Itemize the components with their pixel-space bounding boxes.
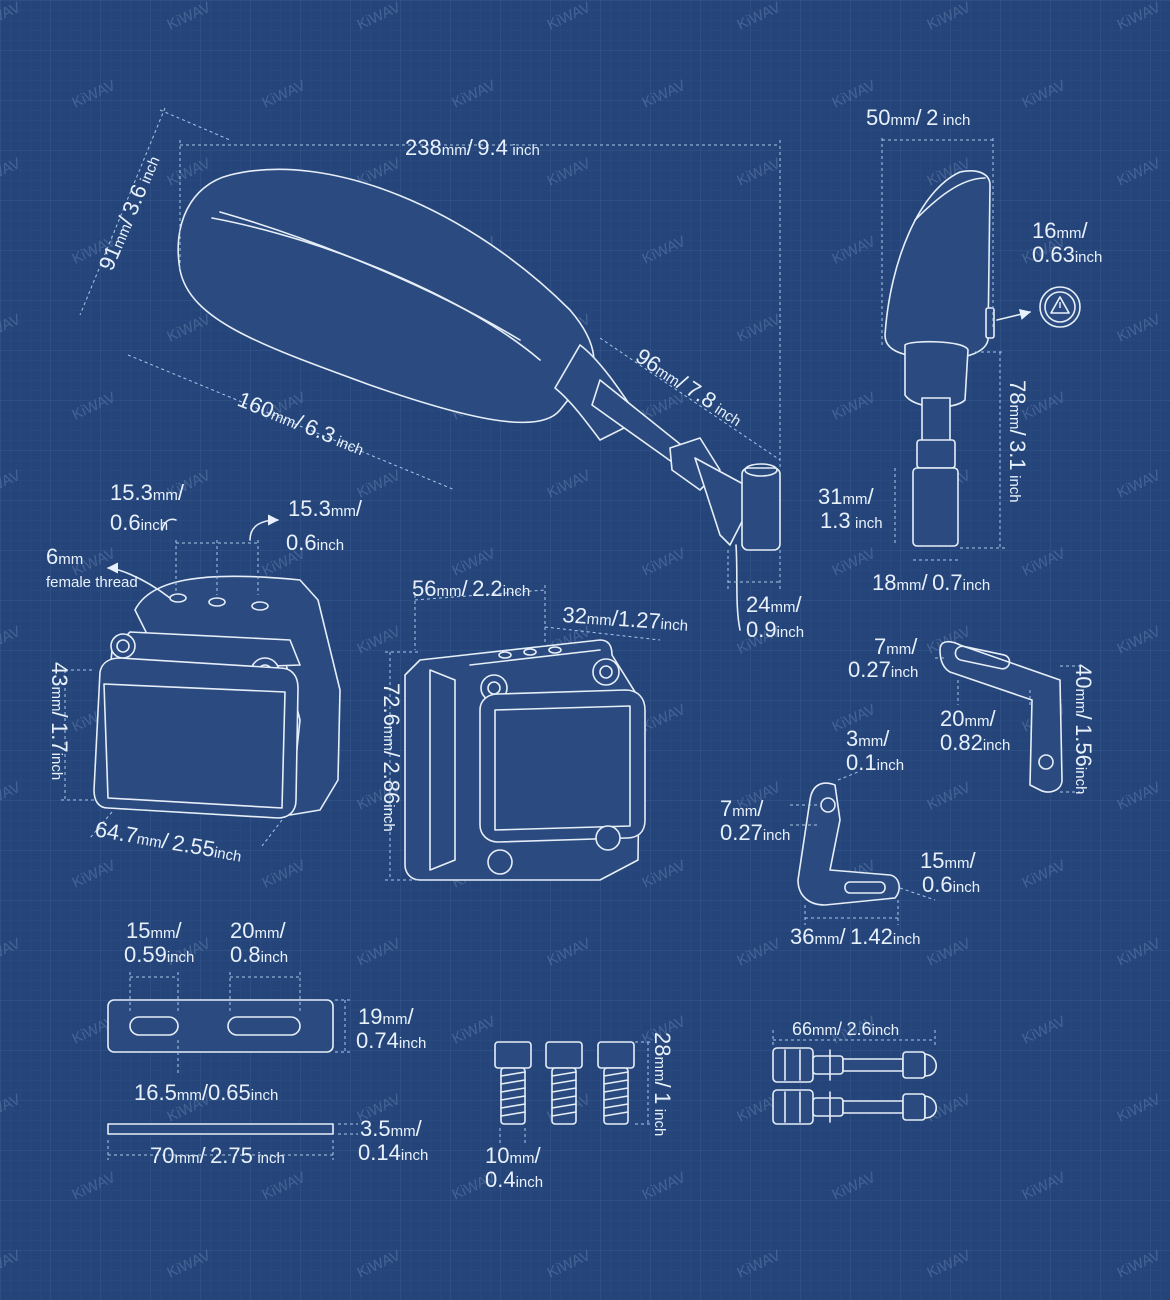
screw (494, 1041, 532, 1125)
bracket-b-slot-in: 0.6inch (922, 872, 980, 897)
clamp-drawing (60, 514, 341, 847)
screw (545, 1041, 583, 1125)
side-view-drawing (881, 138, 1081, 561)
clamp-hole-left-mm: 15.3mm/ (110, 480, 185, 505)
side-mount-height-mm: 31mm/ (818, 484, 874, 509)
plate-slot-right-in: 0.8inch (230, 942, 288, 967)
screws-drawing (494, 1041, 635, 1125)
bracket-a-drawing (935, 640, 1080, 793)
mirror-base-width-in: 0.9inch (746, 617, 804, 642)
bracket-a-slot-mm: 7mm/ (874, 634, 918, 659)
bracket-a-length-mm: 20mm/ (940, 706, 996, 731)
screw (597, 1041, 635, 1125)
bracket-a-slot-in: 0.27inch (848, 657, 918, 682)
side-reflector-mm: 16mm/ (1032, 218, 1088, 243)
bracket-b-drawing (790, 771, 936, 925)
clamp-front-width-label: 56mm/ 2.2inch (412, 576, 530, 601)
mirror-drawing (79, 107, 781, 631)
clamp-front-height-label: 72.6mm/ 2.86inch (379, 683, 404, 832)
plate-thickness-mm: 3.5mm/ (360, 1116, 423, 1141)
bolts-drawing (772, 1047, 938, 1125)
side-mount-width-label: 18mm/ 0.7inch (872, 570, 990, 595)
plate-slot-right-mm: 20mm/ (230, 918, 286, 943)
bolt (772, 1089, 938, 1125)
side-depth-label: 50mm/ 2 inch (866, 105, 970, 130)
bracket-b-thickness-mm: 3mm/ (846, 726, 890, 751)
plate-length-label: 70mm/ 2.75 inch (150, 1143, 285, 1168)
side-mount-height-in: 1.3 inch (820, 508, 883, 533)
plate-slot-left-in: 0.59inch (124, 942, 194, 967)
bracket-b-hole-mm: 7mm/ (720, 796, 764, 821)
bolts-length-label: 66mm/ 2.6inch (792, 1019, 899, 1039)
bolts-dims (772, 1030, 936, 1045)
clamp-front-drawing (385, 585, 661, 881)
bracket-a-length-in: 0.82inch (940, 730, 1010, 755)
screws-dims (499, 1041, 652, 1145)
screws-diameter-mm: 10mm/ (485, 1143, 541, 1168)
mirror-base-width-mm: 24mm/ (746, 592, 802, 617)
bolt (772, 1047, 938, 1083)
bracket-b-length-label: 36mm/ 1.42inch (790, 924, 920, 949)
side-stem-height-label: 78mm/ 3.1 inch (1005, 380, 1030, 503)
clamp-hole-right-in: 0.6inch (286, 530, 344, 555)
plate-slot-spacing-label: 16.5mm/0.65inch (134, 1080, 278, 1105)
bracket-b-thickness-in: 0.1inch (846, 750, 904, 775)
plate-drawing (107, 972, 358, 1160)
clamp-thread-note: female thread (46, 574, 138, 591)
plate-slot-left-mm: 15mm/ (126, 918, 182, 943)
clamp-front-offset-label: 32mm/1.27inch (562, 602, 689, 636)
bracket-b-hole-in: 0.27inch (720, 820, 790, 845)
bracket-b-slot-mm: 15mm/ (920, 848, 976, 873)
labels: 238mm/ 9.4 inch 91mm/ 3.6 inch 160mm/ 6.… (46, 105, 1102, 1192)
clamp-height-label: 43mm/ 1.7inch (47, 662, 72, 780)
clamp-thread-label: 6mm (46, 544, 83, 569)
plate-height-mm: 19mm/ (358, 1004, 414, 1029)
screws-diameter-in: 0.4inch (485, 1167, 543, 1192)
plate-height-in: 0.74inch (356, 1028, 426, 1053)
side-reflector-in: 0.63inch (1032, 242, 1102, 267)
screws-length-label: 28mm/ 1 inch (650, 1032, 675, 1136)
bracket-a-height-label: 40mm/ 1.56inch (1071, 664, 1096, 794)
clamp-hole-right-mm: 15.3mm/ (288, 496, 363, 521)
mirror-width-label: 238mm/ 9.4 inch (405, 135, 540, 160)
clamp-hole-left-in: 0.6inch (110, 510, 168, 535)
plate-thickness-in: 0.14inch (358, 1140, 428, 1165)
